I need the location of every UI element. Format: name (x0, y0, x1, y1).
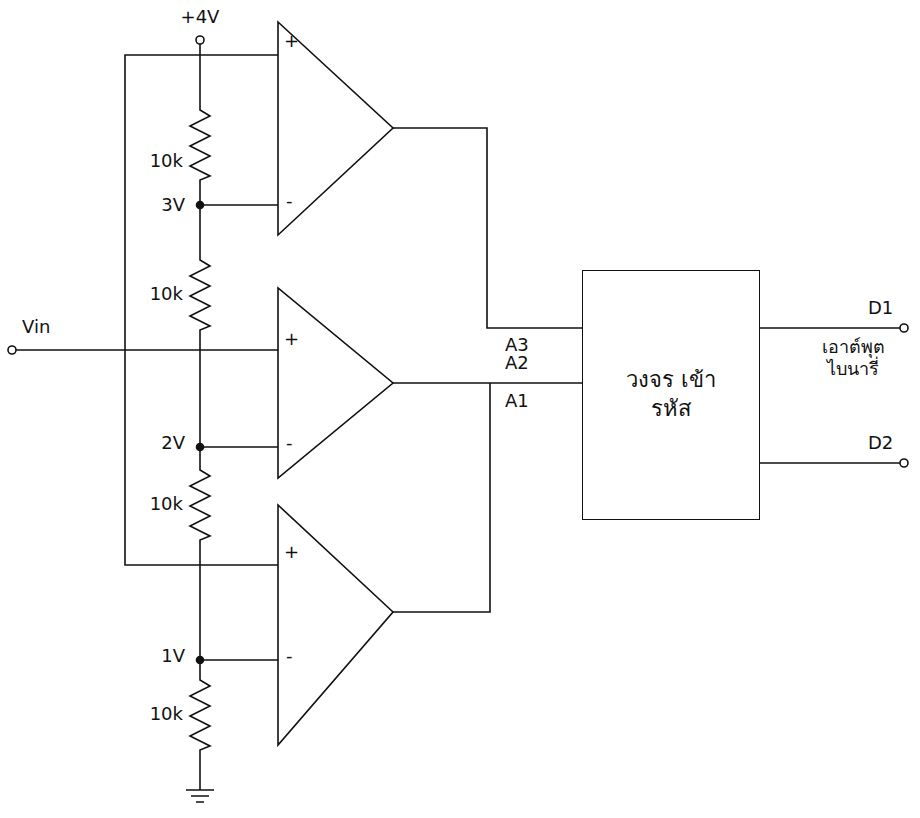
supply-label: +4V (181, 6, 220, 28)
resistor-value: 10k (150, 703, 183, 725)
comparator-output-wires (393, 128, 582, 612)
input-terminal (8, 346, 16, 354)
voltage-label: 3V (161, 194, 185, 216)
encoder-box: วงจร เข้ารหัส (582, 270, 760, 520)
signal-name: D2 (868, 432, 893, 454)
comparator-symbol (278, 22, 393, 235)
resistor-value: 10k (150, 150, 183, 172)
pin-label: - (286, 190, 293, 212)
signal-name: Vin (22, 316, 50, 338)
output-terminal (900, 324, 908, 332)
pin-label: + (284, 328, 299, 350)
signal-name: D1 (868, 297, 893, 319)
pin-label: + (284, 541, 299, 563)
signal-name: A2 (505, 352, 529, 374)
vin-wire (16, 349, 278, 351)
pin-label: - (286, 645, 293, 667)
output-terminal (900, 459, 908, 467)
supply-terminal (196, 36, 204, 44)
resistor-ladder (190, 44, 210, 790)
comparator-symbol (278, 288, 393, 478)
comparator-symbol (278, 505, 393, 745)
signal-name: A1 (505, 390, 529, 412)
voltage-label: 2V (161, 432, 185, 454)
reference-wires (125, 55, 278, 660)
ground-symbol (186, 790, 214, 802)
pin-label: + (284, 30, 299, 52)
resistor-value: 10k (150, 493, 183, 515)
resistor-value: 10k (150, 283, 183, 305)
output-note: เอาต์พุต ไบนารี่ (798, 336, 908, 379)
voltage-label: 1V (161, 645, 185, 667)
encoder-label: วงจร เข้ารหัส (616, 366, 726, 423)
pin-label: - (286, 432, 293, 454)
